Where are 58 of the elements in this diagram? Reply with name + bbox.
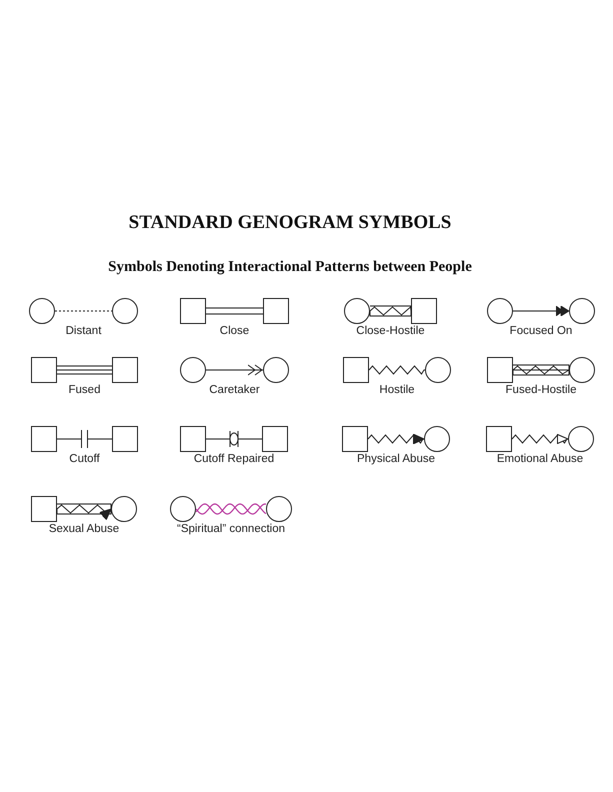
connector	[206, 364, 264, 376]
square-symbol	[342, 426, 368, 452]
square-symbol	[180, 298, 206, 324]
circle-symbol	[170, 496, 196, 522]
symbol-caption: Focused On	[510, 325, 572, 337]
connector	[512, 434, 568, 444]
connector	[56, 430, 112, 448]
square-symbol	[31, 357, 57, 383]
symbol-caption: Caretaker	[209, 384, 260, 396]
circle-symbol	[569, 357, 595, 383]
symbol-caption: Emotional Abuse	[496, 453, 584, 465]
square-symbol	[262, 426, 288, 452]
square-symbol	[31, 426, 57, 452]
symbol-caption: Physical Abuse	[357, 453, 435, 465]
connector	[56, 366, 112, 374]
circle-symbol	[263, 357, 289, 383]
square-symbol	[486, 426, 512, 452]
symbol-caption: Cutoff Repaired	[194, 453, 274, 465]
circle-symbol	[180, 357, 206, 383]
square-symbol	[112, 426, 138, 452]
connector	[370, 306, 412, 316]
circle-symbol	[568, 426, 594, 452]
connector	[512, 306, 570, 316]
title: STANDARD GENOGRAM SYMBOLS	[128, 212, 452, 234]
circle-symbol	[425, 357, 451, 383]
square-symbol	[31, 496, 57, 522]
connector	[368, 434, 424, 444]
square-symbol	[411, 298, 437, 324]
circle-symbol	[111, 496, 137, 522]
symbol-caption: Close	[220, 325, 250, 337]
connector	[195, 503, 267, 515]
symbol-caption: Hostile	[379, 384, 415, 396]
connector	[206, 430, 262, 448]
connector	[368, 365, 426, 375]
square-symbol	[263, 298, 289, 324]
connector	[56, 504, 112, 521]
symbol-caption: Sexual Abuse	[48, 523, 120, 535]
square-symbol	[487, 357, 513, 383]
circle-symbol	[29, 298, 55, 324]
symbol-caption: “Spiritual” connection	[176, 523, 286, 535]
circle-symbol	[569, 298, 595, 324]
subtitle: Symbols Denoting Interactional Patterns between People	[107, 259, 473, 276]
symbol-caption: Fused	[68, 384, 100, 396]
symbol-caption: Cutoff	[69, 453, 100, 465]
symbol-caption: Fused-Hostile	[506, 384, 576, 396]
circle-symbol	[487, 298, 513, 324]
circle-symbol	[112, 298, 138, 324]
symbol-caption: Distant	[66, 325, 102, 337]
symbol-caption: Close-Hostile	[356, 325, 425, 337]
square-symbol	[112, 357, 138, 383]
circle-symbol	[266, 496, 292, 522]
connector	[54, 310, 112, 312]
circle-symbol	[424, 426, 450, 452]
circle-symbol	[344, 298, 370, 324]
connector	[512, 364, 570, 376]
square-symbol	[343, 357, 369, 383]
connector	[206, 308, 264, 314]
square-symbol	[180, 426, 206, 452]
